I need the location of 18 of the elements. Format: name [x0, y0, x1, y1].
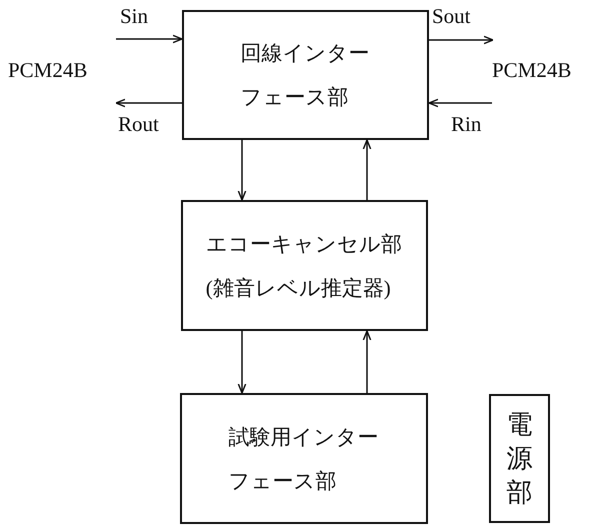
arrow	[238, 331, 246, 394]
process-box: 試験用インターフェース部	[180, 393, 428, 524]
edge-label: Sin	[120, 6, 148, 27]
edge-label: Sout	[432, 6, 471, 27]
process-box: エコーキャンセル部(雑音レベル推定器)	[181, 200, 428, 331]
signal-label: PCM24B	[8, 60, 88, 81]
signal-label: PCM24B	[492, 60, 572, 81]
edge-label: Rin	[451, 114, 482, 135]
edge-label: Rout	[118, 114, 159, 135]
arrow	[362, 330, 372, 393]
arrow	[362, 139, 372, 200]
arrow	[238, 140, 246, 201]
arrow	[115, 98, 182, 108]
arrow	[116, 34, 183, 44]
arrow	[429, 36, 494, 44]
process-box: 回線インターフェース部	[182, 10, 429, 140]
arrow	[428, 98, 492, 108]
process-box: 電源部	[489, 394, 550, 523]
